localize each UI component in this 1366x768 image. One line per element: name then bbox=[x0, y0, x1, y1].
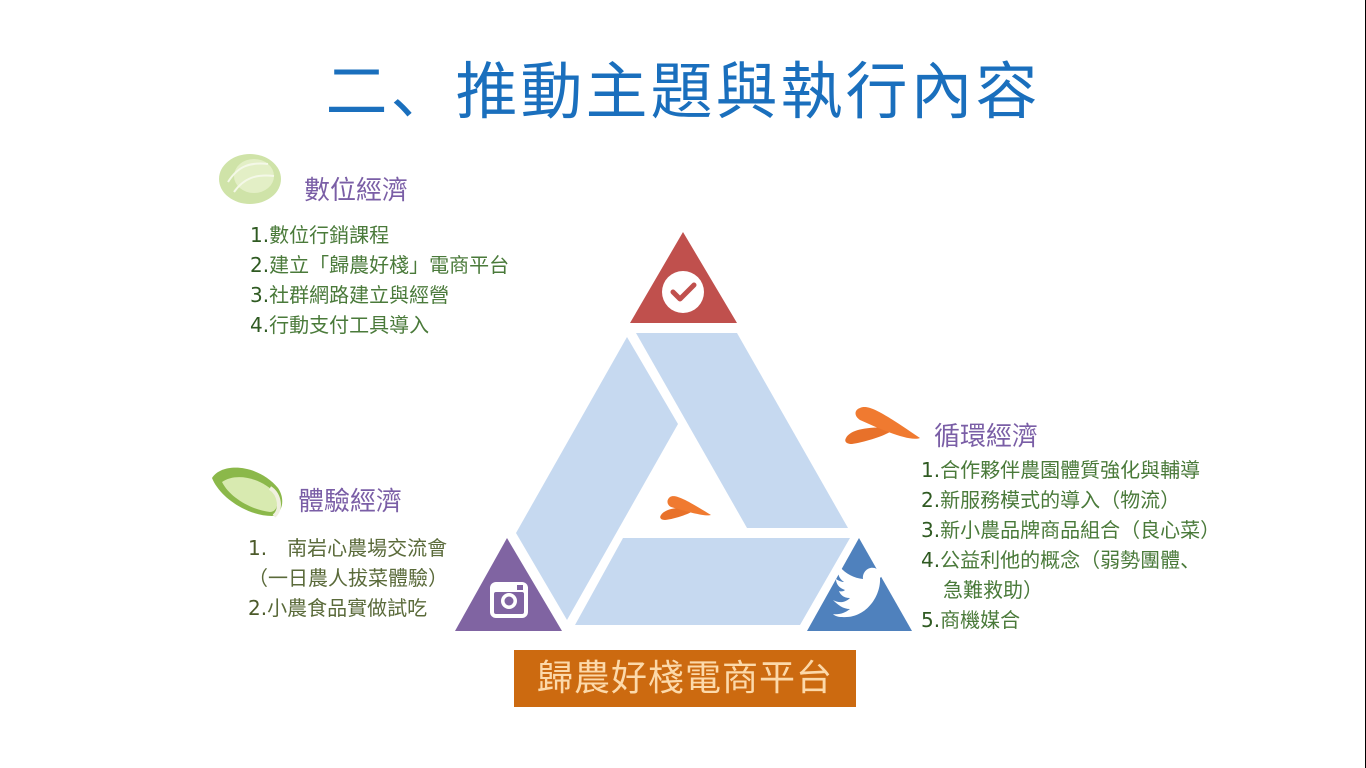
list-item: 2.新服務模式的導入（物流） bbox=[921, 488, 1181, 512]
list-item: 1.數位行銷課程 bbox=[250, 223, 390, 247]
list-item: （一日農人拔菜體驗） bbox=[248, 566, 448, 590]
list-item: 2.建立「歸農好棧」電商平台 bbox=[250, 253, 510, 277]
segment-right bbox=[636, 333, 848, 528]
segment-bottom bbox=[575, 538, 850, 625]
list-item: 5.商機媒合 bbox=[921, 608, 1021, 632]
left-triangle bbox=[455, 538, 562, 631]
list-item: 4.公益利他的概念（弱勢團體、 bbox=[921, 548, 1201, 572]
segment-left bbox=[516, 337, 678, 620]
list-item: 1. 南岩心農場交流會 bbox=[248, 536, 448, 560]
platform-banner: 歸農好棧電商平台 bbox=[514, 650, 856, 707]
checkmark-icon bbox=[662, 271, 704, 313]
digital-economy-list: 1.數位行銷課程 2.建立「歸農好棧」電商平台 3.社群網路建立與經營 4.行動… bbox=[250, 220, 509, 340]
experience-economy-heading: 體驗經濟 bbox=[298, 487, 403, 517]
cabbage-icon bbox=[219, 154, 281, 204]
experience-economy-list: 1. 南岩心農場交流會 （一日農人拔菜體驗） 2.小農食品實做試吃 bbox=[248, 533, 448, 623]
instagram-icon bbox=[490, 582, 528, 618]
page-title: 二、推動主題與執行內容 bbox=[325, 55, 1041, 128]
circular-economy-heading: 循環經濟 bbox=[934, 422, 1039, 452]
list-item: 2.小農食品實做試吃 bbox=[248, 596, 428, 620]
circular-economy-list: 1.合作夥伴農園體質強化與輔導 2.新服務模式的導入（物流） 3.新小農品牌商品… bbox=[921, 455, 1220, 635]
carrot-icon bbox=[660, 496, 711, 520]
list-item: 1.合作夥伴農園體質強化與輔導 bbox=[921, 458, 1201, 482]
list-item: 3.社群網路建立與經營 bbox=[250, 283, 450, 307]
carrot-icon bbox=[845, 407, 920, 444]
digital-economy-heading: 數位經濟 bbox=[304, 176, 409, 206]
twitter-icon bbox=[833, 566, 886, 618]
top-triangle bbox=[630, 232, 737, 323]
list-item: 3.新小農品牌商品組合（良心菜） bbox=[921, 518, 1221, 542]
list-item: 急難救助） bbox=[943, 578, 1043, 602]
list-item: 4.行動支付工具導入 bbox=[250, 313, 430, 337]
napa-cabbage-icon bbox=[212, 467, 283, 518]
right-triangle bbox=[807, 538, 912, 631]
